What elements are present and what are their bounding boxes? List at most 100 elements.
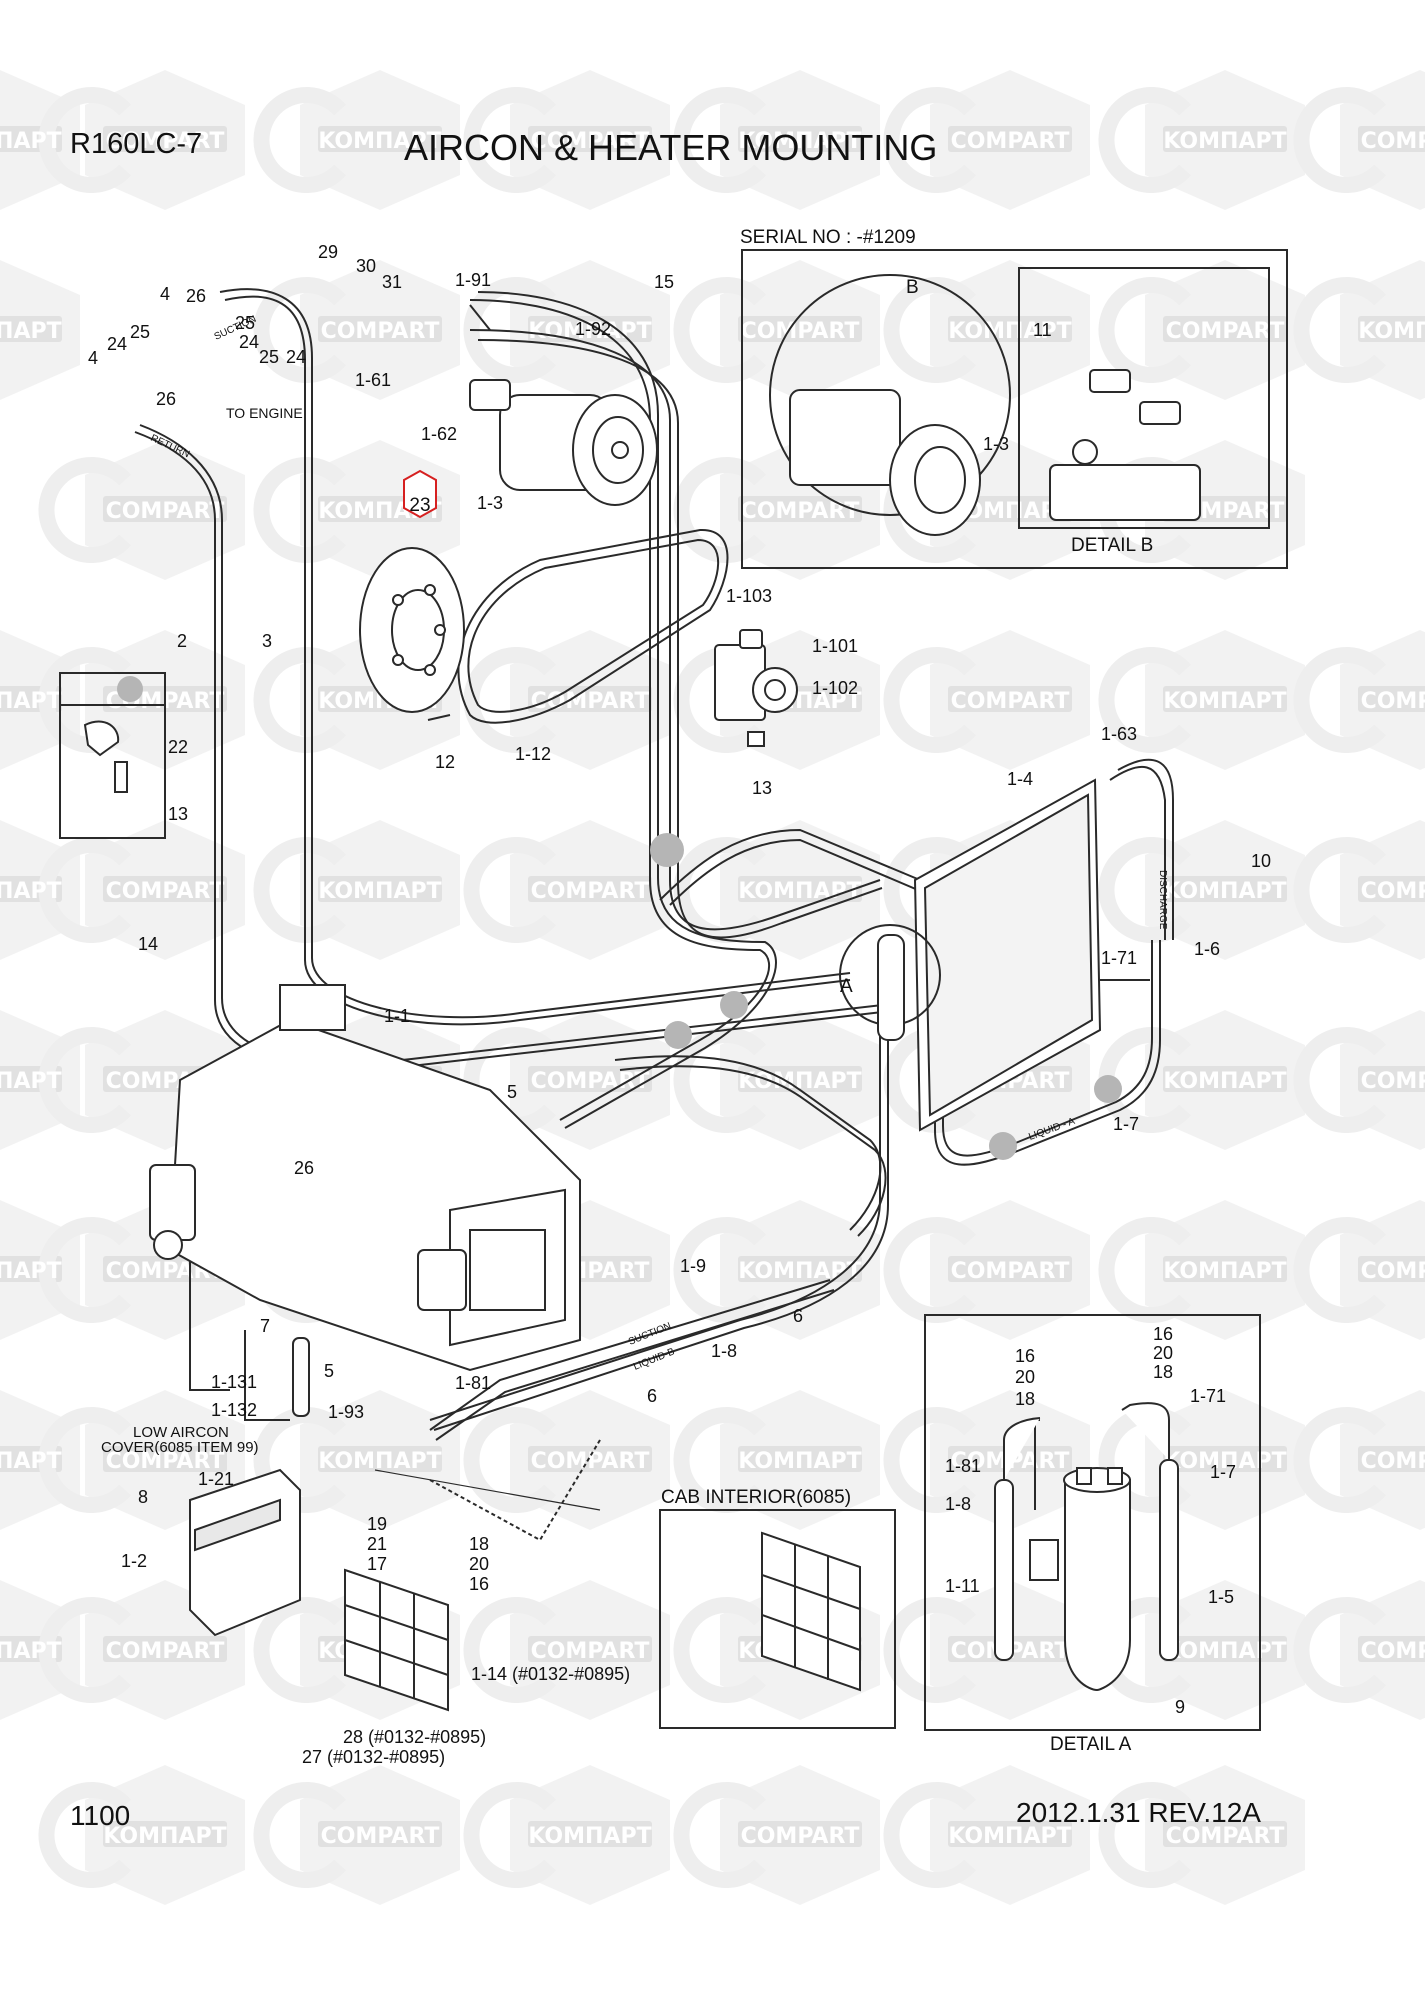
control-box-1-2 bbox=[189, 1468, 301, 1637]
callout: 1-11 bbox=[945, 1576, 980, 1596]
callout: 16 bbox=[469, 1574, 489, 1594]
highlight-part-23[interactable]: 23 bbox=[403, 469, 437, 519]
watermark-label: COMPART bbox=[321, 1824, 440, 1849]
components bbox=[83, 274, 1201, 1712]
callout: 1-8 bbox=[711, 1341, 737, 1361]
callout: 16 bbox=[1153, 1324, 1173, 1344]
callout: 1-5 bbox=[1208, 1587, 1234, 1607]
callout: 1-92 bbox=[575, 319, 611, 339]
watermark-label: KOMПAPT bbox=[1163, 1639, 1286, 1664]
callout: 2 bbox=[177, 631, 187, 651]
watermark-label: COMPART bbox=[321, 319, 440, 344]
callout: 5 bbox=[507, 1082, 517, 1102]
watermark-label: KOMПAPT bbox=[318, 1449, 441, 1474]
callout: 18 bbox=[1015, 1389, 1035, 1409]
watermark-label: KOMПAPT bbox=[0, 1639, 62, 1664]
watermark-label: KOMПAPT bbox=[1358, 319, 1425, 344]
callout: 1-132 bbox=[211, 1400, 257, 1420]
box-title-serial: SERIAL NO : -#1209 bbox=[740, 227, 916, 248]
watermark-label: KOMПAPT bbox=[0, 1069, 62, 1094]
detail-b-valves bbox=[1049, 369, 1201, 521]
callout: 1-61 bbox=[355, 370, 391, 390]
watermark-label: COMPART bbox=[1166, 1824, 1285, 1849]
watermark-label: KOMПAPT bbox=[1163, 879, 1286, 904]
watermark-label: COMPART bbox=[741, 319, 860, 344]
callout: 9 bbox=[1175, 1697, 1185, 1717]
cab-cover bbox=[761, 1531, 861, 1692]
watermark-label: KOMПAPT bbox=[318, 879, 441, 904]
callout: 11 bbox=[1033, 320, 1052, 340]
drain-tube-1-131 bbox=[292, 1337, 310, 1417]
note-low-aircon-1: LOW AIRCON bbox=[133, 1424, 229, 1441]
note-to-engine: TO ENGINE bbox=[226, 405, 303, 421]
watermark-label: COMPART bbox=[531, 1449, 650, 1474]
callout: 1-6 bbox=[1194, 939, 1220, 959]
watermark-label: KOMПAPT bbox=[1163, 1449, 1286, 1474]
callout: 20 bbox=[1153, 1343, 1173, 1363]
detail-a-dryer bbox=[994, 1402, 1179, 1692]
callout: 10 bbox=[1251, 851, 1271, 871]
box-title-detail-b: DETAIL B bbox=[1071, 535, 1153, 556]
callout: 1-7 bbox=[1210, 1462, 1236, 1482]
serial-compressor bbox=[769, 274, 1011, 536]
watermark-label: COMPART bbox=[106, 129, 225, 154]
callout: 1-8 bbox=[945, 1494, 971, 1514]
watermark-label: KOMПAPT bbox=[948, 1824, 1071, 1849]
callout: 1-2 bbox=[121, 1551, 147, 1571]
callout: 1-9 bbox=[680, 1256, 706, 1276]
callout: 1-81 bbox=[945, 1456, 981, 1476]
callout: 5 bbox=[324, 1361, 334, 1381]
watermark-label: KOMПAPT bbox=[1163, 689, 1286, 714]
watermark-label: COMPART bbox=[106, 879, 225, 904]
callout: 1-3 bbox=[477, 493, 503, 513]
callout: 1-7 bbox=[1113, 1114, 1139, 1134]
watermark-label: COMPART bbox=[741, 1824, 860, 1849]
callout: 1-103 bbox=[726, 586, 772, 606]
callout: 28 (#0132-#0895) bbox=[343, 1727, 486, 1747]
compressor-1-3 bbox=[469, 379, 658, 506]
callout: 24 bbox=[286, 347, 306, 367]
watermark-label: KOMПAPT bbox=[0, 129, 62, 154]
clip-detail-frame bbox=[59, 672, 166, 839]
page-title: AIRCON & HEATER MOUNTING bbox=[404, 127, 938, 168]
callout: 20 bbox=[469, 1554, 489, 1574]
clip-22 bbox=[83, 720, 128, 793]
revision-date: 2012.1.31 REV.12A bbox=[1016, 1797, 1261, 1828]
watermark-label: KOMПAPT bbox=[528, 1824, 651, 1849]
callout: 25 bbox=[259, 347, 279, 367]
watermark-label: COMPART bbox=[531, 1069, 650, 1094]
condenser-1-4 bbox=[913, 778, 1102, 1132]
callout: 1-91 bbox=[455, 270, 491, 290]
callout: 1-62 bbox=[421, 424, 457, 444]
serial-box-frame bbox=[741, 249, 1288, 569]
watermark-label: COMPART bbox=[951, 689, 1070, 714]
watermark-label: KOMПAPT bbox=[1163, 1259, 1286, 1284]
receiver-dryer bbox=[839, 924, 941, 1041]
watermark-label: COMPART bbox=[741, 499, 860, 524]
callout: 4 bbox=[160, 284, 170, 304]
watermark-label: COMPART bbox=[531, 1639, 650, 1664]
callout: 25 bbox=[235, 313, 255, 333]
callout: 31 bbox=[382, 272, 402, 292]
callout: 6 bbox=[793, 1306, 803, 1326]
callout: 1-3 bbox=[983, 434, 1009, 454]
callout: 26 bbox=[294, 1158, 314, 1178]
model-code: R160LC-7 bbox=[70, 128, 203, 160]
callout: 1-14 (#0132-#0895) bbox=[471, 1664, 630, 1684]
watermark-label: KOMПAPT bbox=[948, 319, 1071, 344]
callout: 8 bbox=[138, 1487, 148, 1507]
watermark-label: KOMПAPT bbox=[0, 319, 62, 344]
watermark-label: COMPART bbox=[1361, 1449, 1425, 1474]
watermark-label: COMPART bbox=[1361, 879, 1425, 904]
callout: 27 (#0132-#0895) bbox=[302, 1747, 445, 1767]
watermark-label: COMPART bbox=[1361, 129, 1425, 154]
callout: 1-63 bbox=[1101, 724, 1137, 744]
highlight-label: 23 bbox=[409, 495, 430, 516]
watermark-label: COMPART bbox=[951, 129, 1070, 154]
marker-a: A bbox=[840, 976, 853, 997]
callout: 25 bbox=[130, 322, 150, 342]
callout: 26 bbox=[156, 389, 176, 409]
watermark-label: KOMПAPT bbox=[738, 129, 861, 154]
callout: 26 bbox=[186, 286, 206, 306]
